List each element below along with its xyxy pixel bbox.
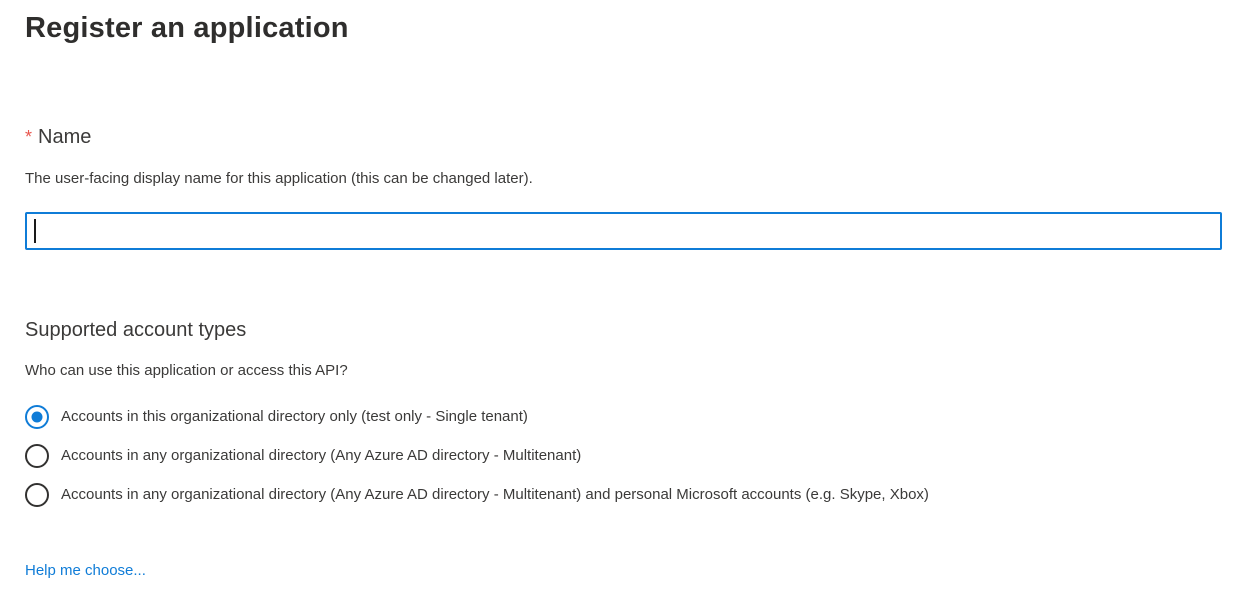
radio-button-icon[interactable] — [25, 483, 49, 507]
required-asterisk: * — [25, 127, 33, 147]
name-label: Name — [38, 126, 92, 148]
name-description: The user-facing display name for this ap… — [25, 170, 533, 187]
app-name-input[interactable] — [25, 212, 1222, 250]
radio-button-icon[interactable] — [25, 444, 49, 468]
radio-option-multitenant[interactable]: Accounts in any organizational directory… — [25, 444, 1222, 468]
radio-label: Accounts in any organizational directory… — [61, 486, 929, 503]
radio-label: Accounts in any organizational directory… — [61, 447, 582, 464]
page-title: Register an application — [25, 12, 349, 44]
name-input-wrap — [25, 212, 1222, 250]
radio-option-single-tenant[interactable]: Accounts in this organizational director… — [25, 405, 1222, 429]
radio-option-multitenant-personal[interactable]: Accounts in any organizational directory… — [25, 483, 1222, 507]
radio-label: Accounts in this organizational director… — [61, 408, 528, 425]
radio-button-icon[interactable] — [25, 405, 49, 429]
account-types-radio-group: Accounts in this organizational director… — [25, 405, 1222, 507]
help-me-choose-link[interactable]: Help me choose... — [25, 562, 146, 579]
supported-account-types-heading: Supported account types — [25, 319, 247, 341]
account-types-question: Who can use this application or access t… — [25, 362, 348, 379]
name-field-label-row: *Name — [25, 124, 1222, 150]
